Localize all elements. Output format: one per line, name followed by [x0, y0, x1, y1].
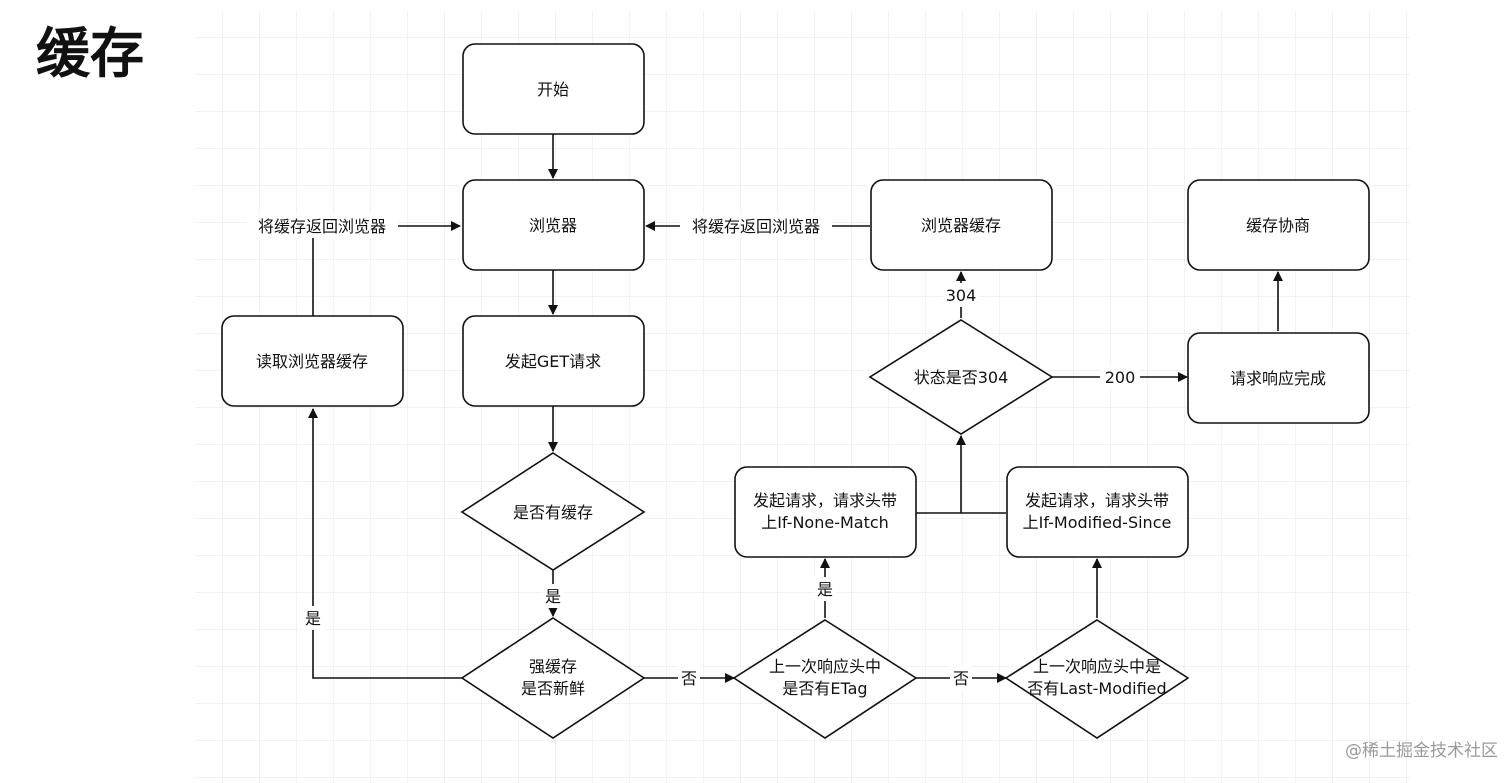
edge-label-200: 200 [1105, 368, 1136, 387]
edge-label-bg [943, 283, 979, 307]
node-read-cache [221, 315, 404, 407]
edge-label-no-fresh: 否 [681, 669, 697, 688]
node-start [462, 43, 645, 135]
edge-label-bg [542, 584, 564, 608]
node-etag-check [732, 619, 918, 739]
node-send-get [462, 315, 645, 407]
edge-label-yes-etag: 是 [817, 580, 833, 599]
node-browser [462, 179, 645, 271]
edge-label-bg [814, 577, 836, 601]
node-browser-cache [870, 179, 1053, 271]
node-request-modified-since-label-1: 发起请求，请求头带 [1025, 491, 1169, 510]
edge-label-bg [680, 214, 832, 238]
edge-label-no-etag: 否 [953, 669, 969, 688]
watermark: @稀土掘金技术社区 [1345, 741, 1498, 761]
node-cache-negotiation [1187, 179, 1370, 271]
node-send-get-label: 发起GET请求 [505, 352, 601, 371]
edge-label-bg [1100, 365, 1140, 389]
edge-strong-to-readcache [308, 408, 462, 679]
edge-label-yes-has-cache: 是 [545, 587, 561, 606]
node-browser-label: 浏览器 [529, 216, 577, 235]
edge-label-bg [678, 666, 700, 690]
node-status-304-label: 状态是否304 [914, 368, 1009, 387]
page-title: 缓存 [36, 22, 144, 85]
node-request-none-match-label-2: 上If-None-Match [761, 513, 889, 532]
node-status-304 [868, 319, 1054, 435]
edge-label-return-right: 将缓存返回浏览器 [692, 217, 820, 236]
node-etag-check-label-1: 上一次响应头中 [769, 657, 881, 676]
node-browser-cache-label: 浏览器缓存 [921, 216, 1001, 235]
edge-label-bg [950, 666, 972, 690]
node-request-modified-since-label-2: 上If-Modified-Since [1023, 513, 1172, 532]
node-cache-negotiation-label: 缓存协商 [1246, 216, 1310, 235]
node-has-cache [460, 452, 646, 571]
node-request-modified-since [1006, 466, 1189, 558]
node-start-label: 开始 [537, 80, 569, 99]
node-request-none-match-label-1: 发起请求，请求头带 [753, 491, 897, 510]
node-request-complete-label: 请求响应完成 [1230, 369, 1326, 388]
edge-label-return-left: 将缓存返回浏览器 [258, 217, 386, 236]
node-last-modified-check-label-2: 否有Last-Modified [1027, 679, 1166, 698]
node-request-complete [1187, 332, 1370, 424]
node-has-cache-label: 是否有缓存 [513, 503, 593, 522]
edge-label-yes-fresh: 是 [305, 609, 321, 628]
edge-label-bg [302, 606, 324, 630]
node-last-modified-check-label-1: 上一次响应头中是 [1033, 657, 1161, 676]
node-read-cache-label: 读取浏览器缓存 [256, 352, 368, 371]
edge-label-304: 304 [946, 286, 977, 305]
node-etag-check-label-2: 是否有ETag [782, 679, 867, 698]
node-strong-cache-label-1: 强缓存 [529, 657, 577, 676]
node-request-none-match [734, 466, 917, 558]
node-strong-cache [460, 617, 646, 739]
node-last-modified-check [1004, 619, 1190, 739]
edge-label-bg [246, 214, 398, 238]
node-strong-cache-label-2: 是否新鲜 [521, 679, 585, 698]
